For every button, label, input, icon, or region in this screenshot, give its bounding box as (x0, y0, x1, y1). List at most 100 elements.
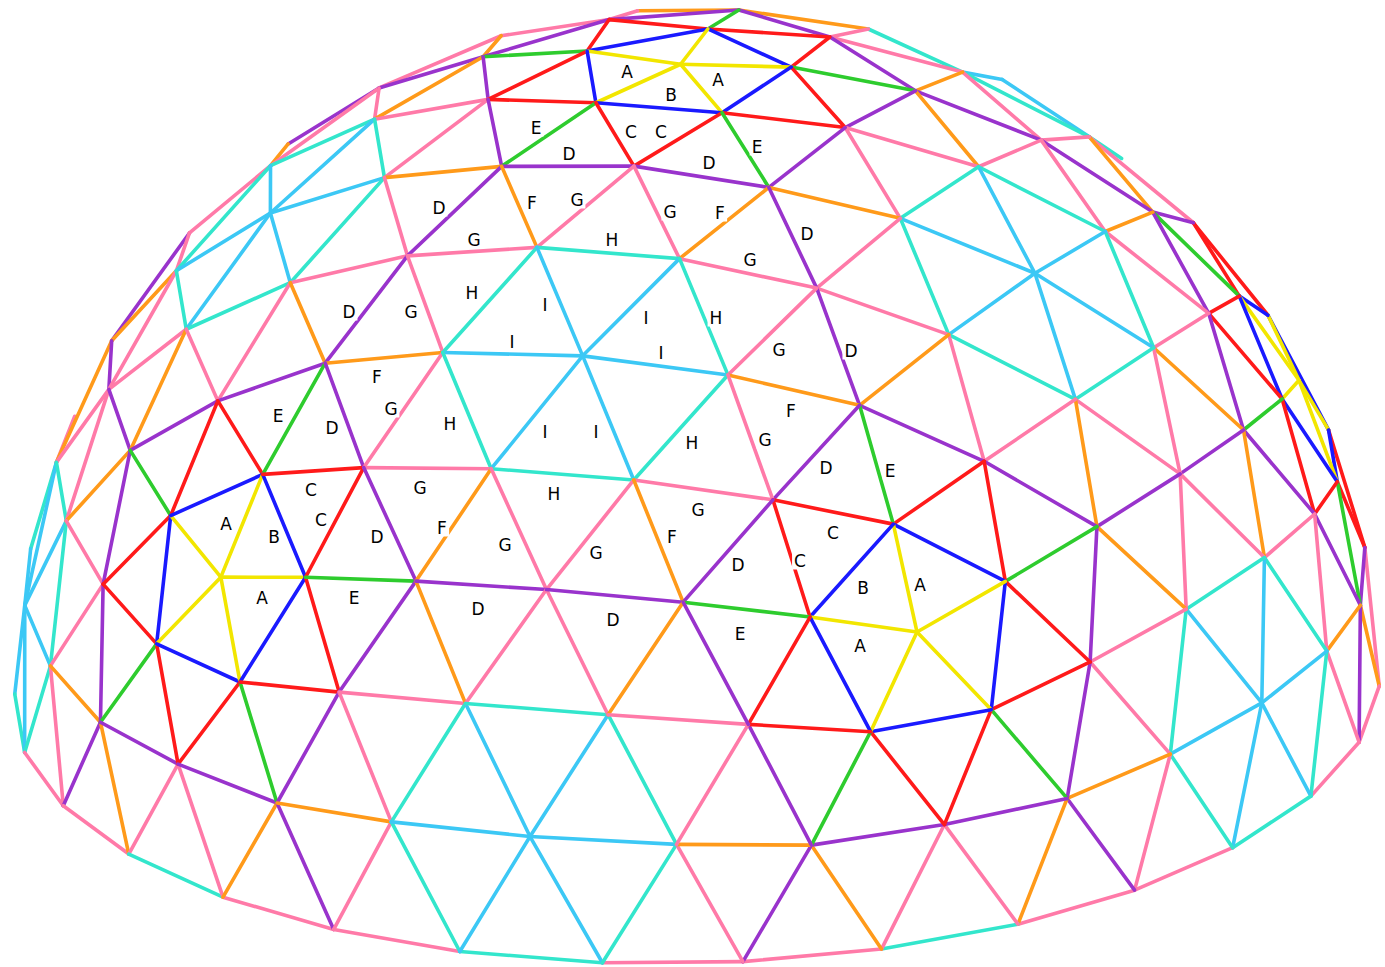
strut-label: A (710, 72, 726, 89)
dome-strut (683, 602, 810, 617)
strut-label: C (653, 124, 669, 141)
dome-strut (810, 617, 917, 632)
strut-label: A (218, 516, 234, 533)
dome-strut (860, 405, 985, 461)
dome-strut (103, 450, 130, 584)
dome-strut (748, 617, 810, 724)
strut-label: B (855, 580, 871, 597)
dome-strut (407, 247, 536, 255)
strut-label: C (623, 124, 639, 141)
dome-strut (949, 335, 1076, 400)
dome-strut (871, 710, 992, 732)
dome-strut (391, 822, 530, 837)
dome-strut (306, 577, 340, 692)
dome-strut (537, 247, 680, 258)
dome-strut (1170, 609, 1186, 754)
dome-strut (728, 375, 773, 500)
dome-strut (1090, 662, 1170, 754)
dome-strut (103, 584, 157, 644)
dome-strut (609, 20, 708, 29)
dome-strut (460, 837, 530, 952)
dome-strut (991, 662, 1090, 710)
dome-strut (391, 703, 465, 821)
dome-strut (680, 259, 728, 375)
strut-label: A (852, 638, 868, 655)
dome-strut (375, 99, 489, 119)
dome-strut (845, 91, 915, 128)
dome-strut (634, 480, 683, 602)
strut-label: F (713, 205, 727, 222)
dome-strut (501, 20, 609, 36)
dome-strut (290, 178, 384, 283)
dome-strut (130, 450, 170, 515)
dome-strut (1153, 212, 1240, 296)
dome-strut (845, 128, 900, 219)
dome-strut (483, 57, 488, 100)
dome-strut (791, 37, 830, 67)
strut-label: C (792, 553, 808, 570)
dome-strut (334, 822, 392, 930)
dome-strut (488, 99, 502, 166)
dome-strut (634, 480, 773, 500)
dome-strut (1209, 296, 1240, 313)
dome-strut (325, 256, 407, 363)
strut-label: D (700, 155, 717, 172)
dome-strut (748, 724, 870, 731)
dome-strut (1268, 315, 1299, 380)
dome-strut (811, 825, 944, 846)
dome-strut (1239, 296, 1282, 399)
dome-strut (773, 500, 810, 617)
dome-strut (608, 715, 676, 845)
dome-strut (722, 113, 769, 188)
dome-strut (130, 401, 218, 451)
dome-strut (979, 140, 1042, 167)
dome-strut (984, 461, 1097, 526)
dome-strut (189, 166, 270, 233)
strut-label: D (560, 146, 577, 163)
dome-strut (546, 590, 683, 603)
dome-strut (1359, 686, 1379, 742)
dome-strut (1360, 547, 1364, 605)
dome-strut (743, 949, 882, 962)
dome-strut (1233, 703, 1262, 848)
dome-strut (860, 335, 949, 406)
strut-label: I (540, 297, 549, 314)
dome-strut (416, 581, 546, 589)
dome-strut (277, 692, 339, 803)
strut-label: H (546, 486, 563, 503)
dome-strut (157, 644, 240, 682)
dome-strut (364, 468, 491, 469)
strut-label: D (430, 200, 447, 217)
dome-strut (1186, 558, 1264, 610)
dome-strut (1315, 482, 1338, 514)
dome-strut (1262, 651, 1327, 703)
dome-strut (984, 399, 1075, 461)
dome-strut (1105, 232, 1153, 348)
strut-label: E (347, 590, 362, 607)
dome-strut (949, 335, 984, 462)
dome-strut (810, 524, 893, 617)
strut-label: E (529, 120, 544, 137)
strut-label: D (729, 557, 746, 574)
strut-label: F (784, 403, 798, 420)
dome-strut (608, 715, 748, 725)
dome-strut (56, 389, 108, 462)
dome-strut (63, 722, 100, 805)
dome-strut (991, 581, 1005, 709)
dome-strut (769, 187, 900, 218)
dome-strut (129, 764, 178, 854)
dome-strut (66, 521, 103, 584)
strut-label: H (604, 232, 621, 249)
dome-strut (602, 844, 676, 962)
dome-strut (176, 271, 186, 330)
dome-strut (680, 187, 769, 258)
dome-strut (1264, 558, 1326, 651)
strut-label: E (750, 139, 765, 156)
dome-strut (609, 10, 739, 20)
dome-strut (1282, 399, 1337, 482)
dome-strut (1067, 662, 1090, 798)
strut-label: H (464, 285, 481, 302)
dome-strut (963, 72, 1042, 140)
dome-strut (871, 632, 917, 732)
